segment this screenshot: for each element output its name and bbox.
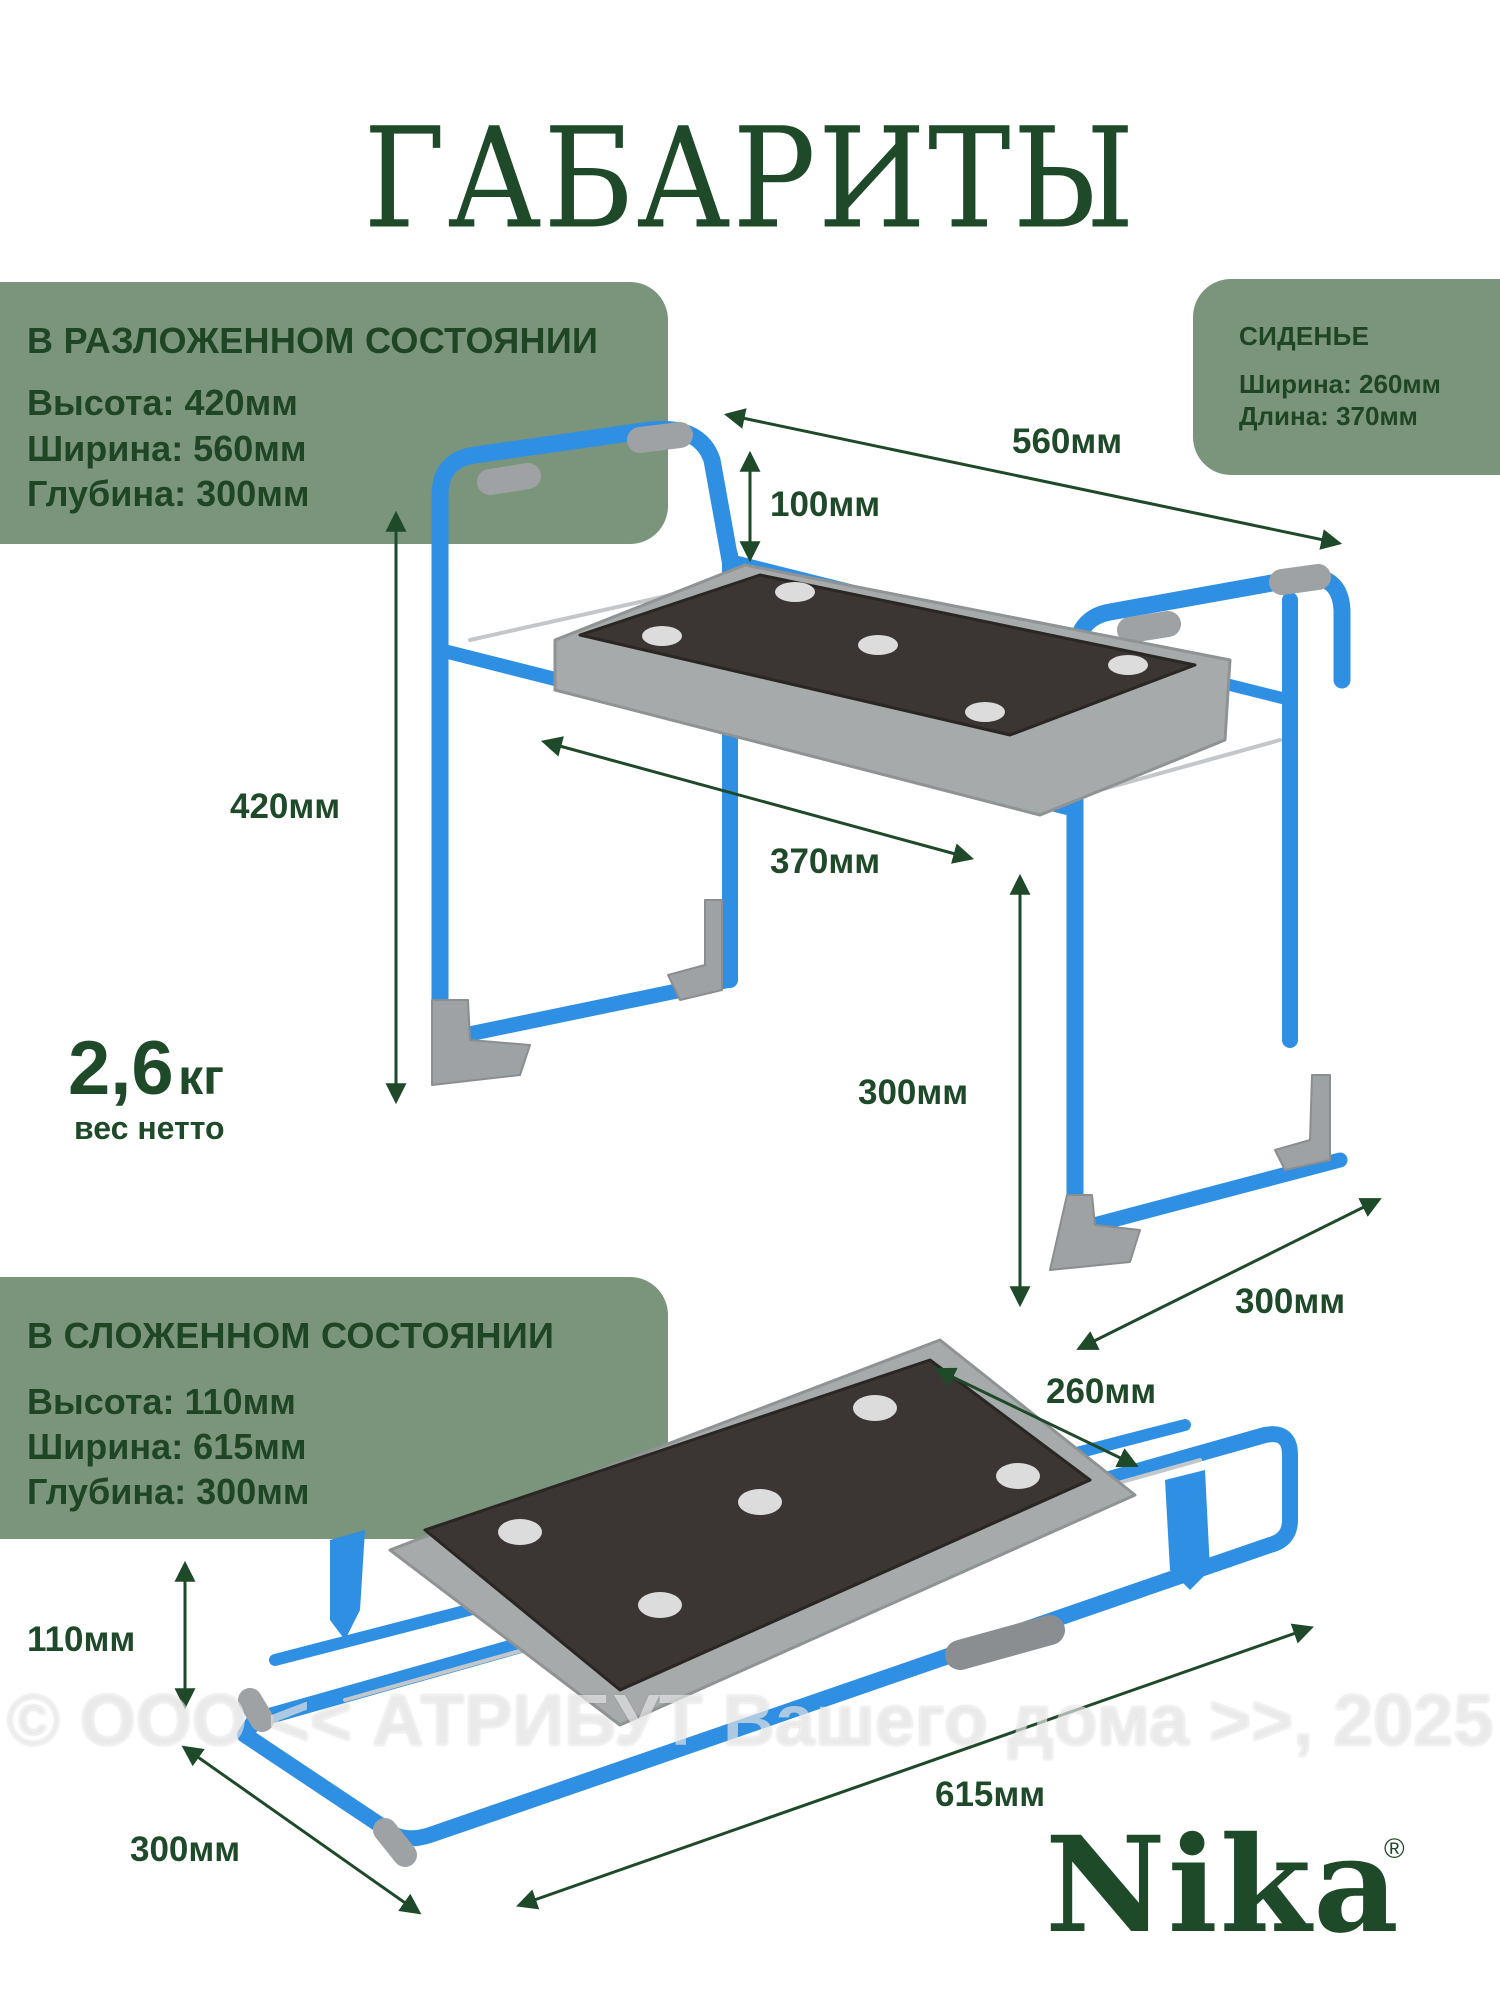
seat-heading: СИДЕНЬЕ — [1239, 321, 1370, 351]
brand-logo: Nika — [1045, 1808, 1401, 1963]
arrow-base-depth — [1076, 1198, 1382, 1350]
weight-value: 2,6 кг — [68, 1025, 224, 1112]
dim-base-depth: 300мм — [1235, 1282, 1346, 1321]
arrow-folded-width — [516, 1623, 1314, 1910]
copyright-watermark: © ООО << АТРИБУТ Вашего дома >>, 2025 — [6, 1681, 1494, 1761]
arrow-seat-length — [540, 736, 975, 864]
dim-total-height: 420мм — [230, 787, 341, 826]
unfolded-depth: Глубина: 300мм — [27, 473, 310, 514]
weight-unit: кг — [178, 1049, 224, 1105]
unfolded-height: Высота: 420мм — [27, 382, 298, 423]
weight-caption: вес нетто — [74, 1110, 225, 1146]
weight-number: 2,6 — [68, 1026, 174, 1111]
folded-heading: В СЛОЖЕННОМ СОСТОЯНИИ — [27, 1315, 555, 1356]
unfolded-stool-illustration — [431, 420, 1351, 1271]
dim-folded-width: 615мм — [935, 1775, 1046, 1814]
dim-top-width: 560мм — [1012, 422, 1123, 461]
dim-folded-seat-width: 260мм — [1046, 1372, 1157, 1411]
dim-folded-depth: 300мм — [130, 1830, 241, 1869]
dim-folded-height: 110мм — [27, 1620, 136, 1659]
unfolded-heading: В РАЗЛОЖЕННОМ СОСТОЯНИИ — [27, 320, 599, 361]
arrow-folded-seat-width — [934, 1367, 1139, 1468]
seat-width: Ширина: 260мм — [1239, 369, 1441, 399]
dim-leg-height: 300мм — [858, 1073, 969, 1112]
arrow-folded-depth — [181, 1745, 422, 1915]
dim-seat-length: 370мм — [770, 842, 881, 881]
page-title: ГАБАРИТЫ — [363, 98, 1137, 261]
dim-handle-height: 100мм — [770, 485, 881, 524]
arrow-top-width — [723, 408, 1343, 550]
dimension-arrows — [174, 408, 1382, 1915]
unfolded-specs-panel: В РАЗЛОЖЕННОМ СОСТОЯНИИ Высота: 420мм Ши… — [0, 282, 668, 544]
registered-mark: ® — [1384, 1833, 1405, 1864]
unfolded-width: Ширина: 560мм — [27, 428, 307, 469]
folded-height: Высота: 110мм — [27, 1381, 296, 1422]
folded-stool-illustration — [237, 1338, 1298, 1867]
folded-depth: Глубина: 300мм — [27, 1471, 310, 1512]
folded-width: Ширина: 615мм — [27, 1426, 307, 1467]
